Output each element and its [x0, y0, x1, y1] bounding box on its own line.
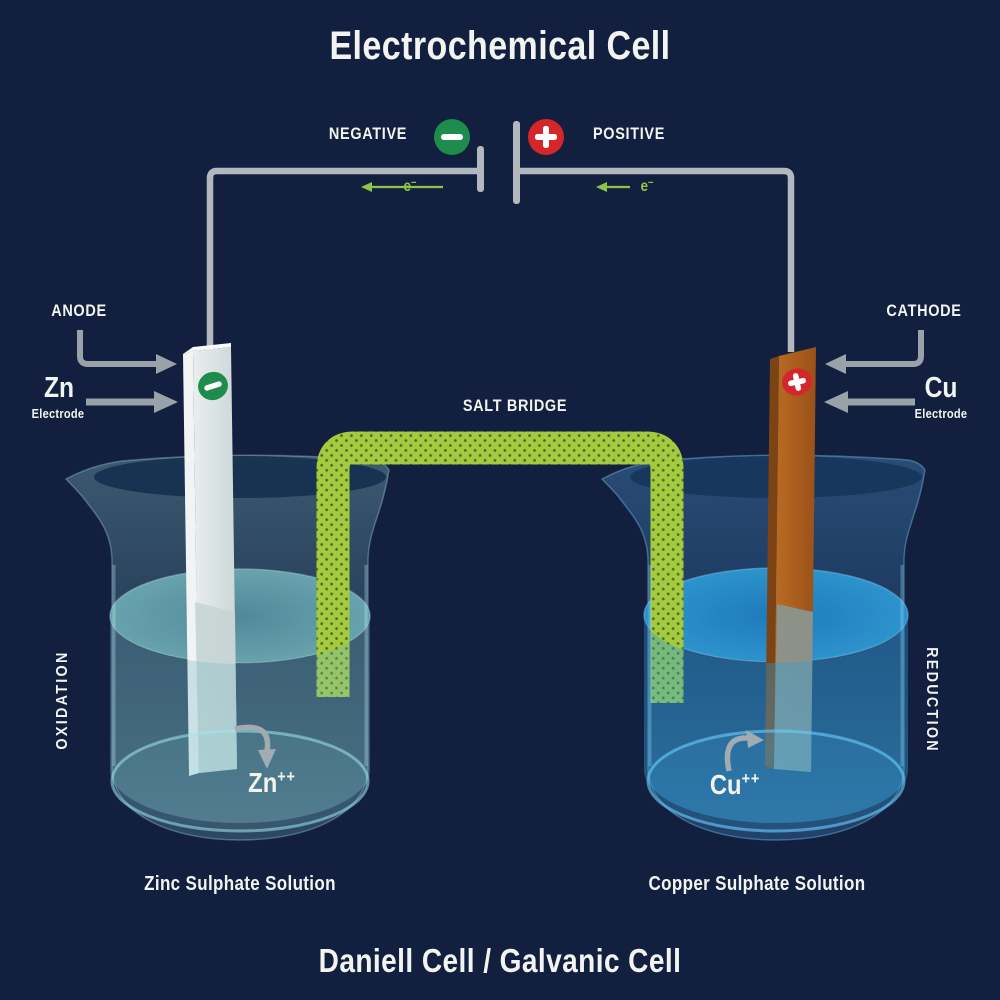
- zn-ion-arrow: [234, 724, 276, 769]
- left-solution-body: [110, 617, 370, 823]
- reduction-label: REDUCTION: [923, 647, 940, 753]
- minus-icon: [204, 381, 222, 391]
- anode-label: ANODE: [51, 301, 107, 320]
- electrode-minus-badge: [198, 371, 228, 401]
- cu-electrode-word: Electrode: [914, 406, 968, 421]
- battery-terminal-long: [513, 121, 520, 204]
- oxidation-label: OXIDATION: [54, 650, 71, 750]
- plus-icon: [535, 126, 557, 148]
- electron-arrow-left: [361, 182, 443, 192]
- positive-badge: [528, 119, 564, 155]
- cu-ion-arrow: [724, 730, 764, 772]
- negative-label: NEGATIVE: [328, 124, 408, 143]
- cu-pointer-arrow: [824, 391, 915, 413]
- wire-left: [206, 167, 477, 356]
- electron-label-right: e−: [640, 177, 654, 195]
- salt-bridge: [316, 431, 684, 703]
- left-beaker-bottom-glow: [110, 729, 370, 833]
- battery-terminal-short: [477, 146, 484, 192]
- positive-label: POSITIVE: [592, 124, 666, 143]
- plus-icon: [788, 373, 806, 391]
- zn-pointer-arrow: [86, 391, 178, 413]
- cathode-pointer-arrow: [825, 330, 924, 374]
- minus-icon: [441, 134, 463, 140]
- cu-ion-label: Cu++: [709, 769, 761, 800]
- cathode-label: CATHODE: [886, 301, 962, 320]
- zn-ion-label: Zn++: [248, 767, 296, 798]
- zn-symbol-label: Zn: [43, 372, 75, 404]
- left-beaker-rim-interior: [94, 456, 386, 498]
- page-title: Electrochemical Cell: [329, 24, 671, 68]
- right-solution-body: [644, 616, 908, 823]
- electrode-plus-badge: [782, 368, 812, 396]
- circuit-wires: [206, 119, 795, 356]
- zinc-solution-label: Zinc Sulphate Solution: [144, 873, 336, 895]
- anode-pointer-arrow: [77, 330, 177, 374]
- cu-symbol-label: Cu: [924, 372, 958, 404]
- right-beaker-bottom-glow: [646, 729, 906, 833]
- wire-right: [520, 167, 795, 352]
- salt-bridge-label: SALT BRIDGE: [462, 396, 568, 415]
- negative-badge: [434, 119, 470, 155]
- footer-title: Daniell Cell / Galvanic Cell: [318, 942, 682, 979]
- left-solution-surface: [109, 568, 371, 664]
- zn-electrode-word: Electrode: [31, 406, 85, 421]
- electron-arrow-right: [596, 182, 630, 192]
- label-pointer-arrows: [77, 330, 924, 413]
- electron-label-left: e−: [403, 177, 417, 195]
- copper-solution-label: Copper Sulphate Solution: [648, 873, 866, 895]
